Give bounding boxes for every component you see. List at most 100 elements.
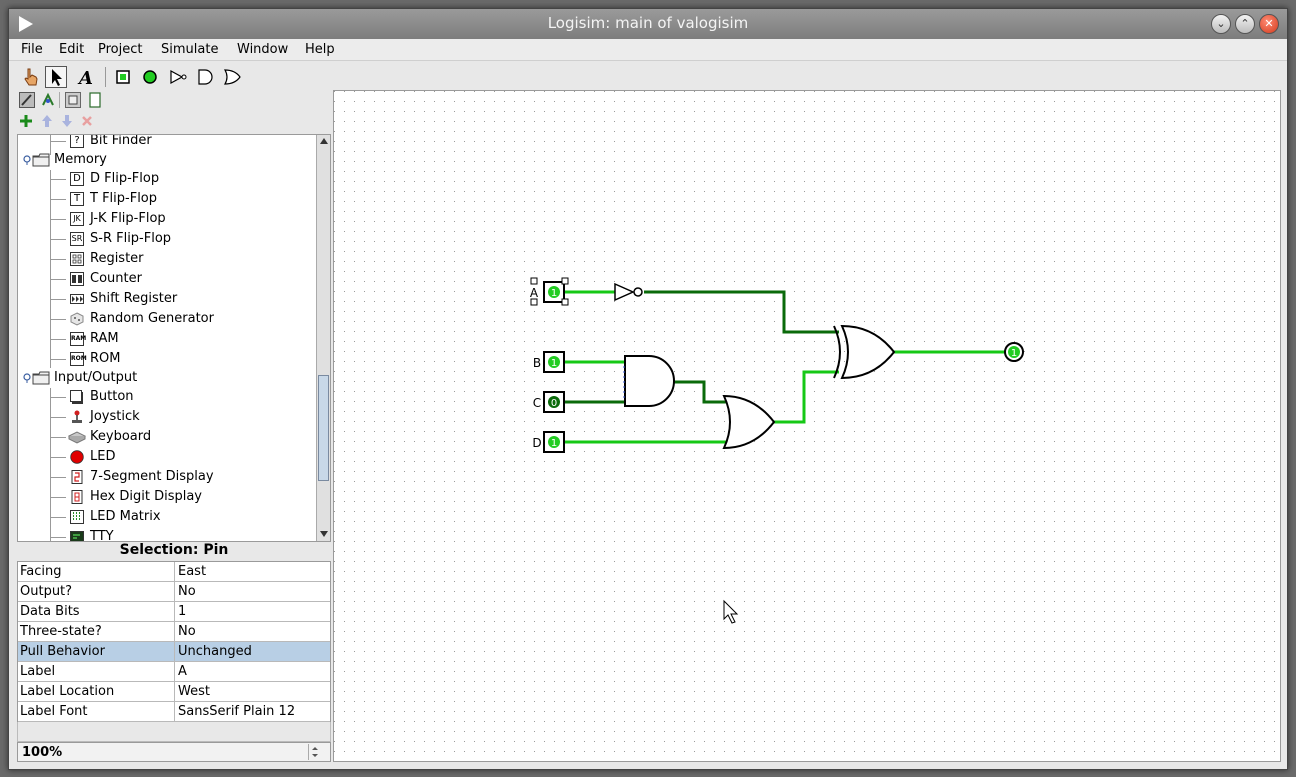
zoom-spinner[interactable] <box>308 744 322 760</box>
menu-edit[interactable]: Edit <box>59 42 85 57</box>
output-pin[interactable]: 1 <box>1004 342 1024 362</box>
tree-item-sr-flip-flop[interactable]: SR S-R Flip-Flop <box>18 229 316 249</box>
attr-row-data-bits[interactable]: Data Bits 1 <box>18 602 330 622</box>
tree-item-d-flip-flop[interactable]: D D Flip-Flop <box>18 169 316 189</box>
spinner-arrows-icon[interactable] <box>309 744 321 760</box>
tree-item-joystick[interactable]: Joystick <box>18 407 316 427</box>
wire-not-out[interactable] <box>644 290 839 334</box>
tree-scrollbar[interactable] <box>316 135 330 541</box>
add-output-pin-icon[interactable] <box>139 66 161 88</box>
tree-item-bit-finder[interactable]: ? Bit Finder <box>18 135 316 155</box>
toolbar-separator <box>105 67 106 87</box>
tree-line <box>50 537 66 538</box>
add-and-gate-icon[interactable] <box>194 66 216 88</box>
pin-c-value: 0 <box>551 398 557 409</box>
attr-row-label-font[interactable]: Label Font SansSerif Plain 12 <box>18 702 330 722</box>
selection-title: Selection: Pin <box>119 542 229 558</box>
input-pin-c[interactable]: 0 C <box>533 391 565 413</box>
tree-item-rom[interactable]: ROM ROM <box>18 349 316 369</box>
menu-window[interactable]: Window <box>237 42 289 57</box>
logisim-icon <box>19 16 33 32</box>
pin-a-label: A <box>530 286 539 300</box>
circuit-canvas[interactable]: 1 A 1 B 0 C <box>333 90 1281 762</box>
scroll-thumb[interactable] <box>318 375 329 481</box>
tree-toggle-icon[interactable] <box>22 373 32 383</box>
tree-item-keyboard[interactable]: Keyboard <box>18 427 316 447</box>
title-bar: Logisim: main of valogisim ⌄ ⌃ ✕ <box>9 9 1287 39</box>
button-icon <box>70 390 83 404</box>
minimize-button[interactable]: ⌄ <box>1211 14 1231 34</box>
and-gate[interactable] <box>623 355 675 407</box>
wire-and-out[interactable] <box>674 380 730 404</box>
tree-line <box>50 417 66 418</box>
tty-icon <box>70 531 84 541</box>
text-tool-icon[interactable]: A <box>75 66 97 88</box>
simulation-tree-icon[interactable] <box>40 92 56 108</box>
input-pin-d[interactable]: 1 D <box>532 431 565 453</box>
bit-finder-icon: ? <box>70 135 84 148</box>
add-not-gate-icon[interactable] <box>167 66 189 88</box>
not-gate[interactable] <box>614 282 643 302</box>
tree-item-led-matrix[interactable]: LED Matrix <box>18 507 316 527</box>
attr-row-three-state[interactable]: Three-state? No <box>18 622 330 642</box>
tree-line <box>50 141 66 142</box>
tree-item-shift-register[interactable]: Shift Register <box>18 289 316 309</box>
remove-circuit-icon[interactable] <box>80 114 94 128</box>
tree-item-7-segment-display[interactable]: 7-Segment Display <box>18 467 316 487</box>
tree-item-jk-flip-flop[interactable]: JK J-K Flip-Flop <box>18 209 316 229</box>
tree-item-hex-digit-display[interactable]: Hex Digit Display <box>18 487 316 507</box>
zoom-control[interactable]: 100% <box>17 742 331 762</box>
maximize-button[interactable]: ⌃ <box>1235 14 1255 34</box>
tree-line <box>50 437 66 438</box>
poke-tool-icon[interactable] <box>20 66 42 88</box>
tree-item-led[interactable]: LED <box>18 447 316 467</box>
wire-or-out[interactable] <box>774 370 839 424</box>
svg-text:A: A <box>77 68 93 88</box>
tree-item-tty[interactable]: TTY <box>18 527 316 541</box>
attr-row-facing[interactable]: Facing East <box>18 562 330 582</box>
attr-row-output[interactable]: Output? No <box>18 582 330 602</box>
attr-row-label[interactable]: Label A <box>18 662 330 682</box>
tree-line <box>50 457 66 458</box>
add-pin-icon[interactable] <box>112 66 134 88</box>
selection-handles[interactable] <box>530 277 569 306</box>
move-up-icon[interactable] <box>40 114 54 128</box>
tree-item-counter[interactable]: Counter <box>18 269 316 289</box>
close-icon: ✕ <box>1264 17 1274 30</box>
scroll-down-icon[interactable] <box>319 530 329 538</box>
edit-layout-icon[interactable] <box>65 92 81 108</box>
tree-item-t-flip-flop[interactable]: T T Flip-Flop <box>18 189 316 209</box>
tree-item-button[interactable]: Button <box>18 387 316 407</box>
select-tool-button[interactable] <box>45 66 67 88</box>
xor-gate[interactable] <box>833 324 896 380</box>
scroll-up-icon[interactable] <box>319 137 329 145</box>
tree-item-ram[interactable]: RAM RAM <box>18 329 316 349</box>
or-gate[interactable] <box>722 394 776 450</box>
edit-appearance-icon[interactable] <box>87 92 103 108</box>
add-circuit-icon[interactable] <box>19 114 33 128</box>
close-button[interactable]: ✕ <box>1259 14 1279 34</box>
pin-b-value: 1 <box>551 358 557 369</box>
register-icon <box>70 252 84 266</box>
wires <box>564 290 1006 444</box>
attr-row-label-location[interactable]: Label Location West <box>18 682 330 702</box>
menu-simulate[interactable]: Simulate <box>161 42 219 57</box>
attr-row-pull-behavior[interactable]: Pull Behavior Unchanged <box>18 642 330 662</box>
tree-item-register[interactable]: Register <box>18 249 316 269</box>
seven-segment-icon <box>71 470 83 484</box>
keyboard-icon <box>68 431 86 444</box>
menu-help[interactable]: Help <box>305 42 335 57</box>
input-pin-b[interactable]: 1 B <box>533 351 565 373</box>
toolbox-view-icon[interactable] <box>19 92 35 108</box>
joystick-icon <box>72 410 82 423</box>
tree-item-input-output[interactable]: Input/Output <box>18 368 316 388</box>
menu-file[interactable]: File <box>21 42 43 57</box>
circuit-svg[interactable]: 1 A 1 B 0 C <box>334 91 1280 761</box>
input-pin-a[interactable]: 1 A <box>530 277 569 306</box>
menu-project[interactable]: Project <box>98 42 143 57</box>
tree-toggle-icon[interactable] <box>22 155 32 165</box>
tree-item-memory[interactable]: Memory <box>18 150 316 170</box>
add-or-gate-icon[interactable] <box>221 66 243 88</box>
move-down-icon[interactable] <box>60 114 74 128</box>
tree-item-random-generator[interactable]: Random Generator <box>18 309 316 329</box>
